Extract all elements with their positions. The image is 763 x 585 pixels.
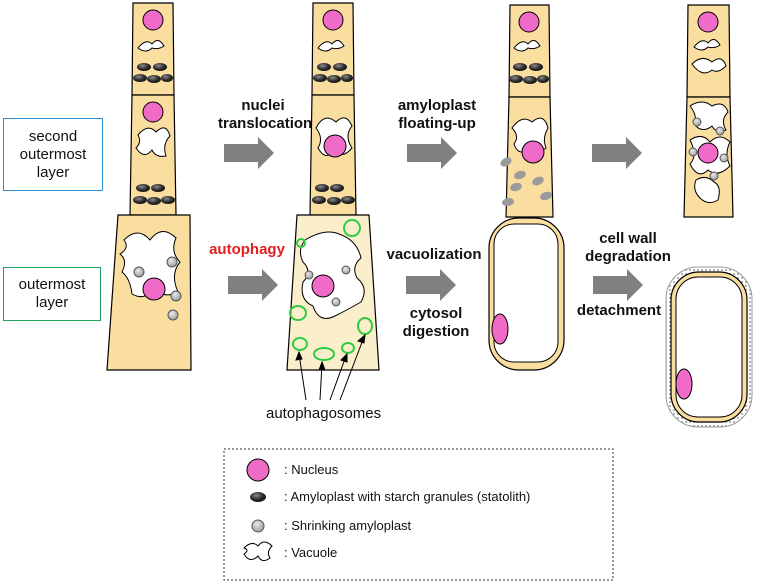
column-3-cells bbox=[488, 4, 565, 371]
second-outermost-layer-box: second outermost layer bbox=[3, 118, 103, 191]
nuclei-translocation-label: nuclei translocation bbox=[218, 97, 313, 132]
nucleus bbox=[142, 101, 164, 123]
starch-row bbox=[133, 184, 175, 205]
outermost-layer-box: outermost layer bbox=[3, 267, 101, 321]
vacuolization-label: vacuolization bbox=[386, 246, 482, 263]
cytosol-digestion-label: cytosol digestion bbox=[402, 305, 470, 340]
amyloplast-icon bbox=[250, 492, 266, 502]
nucleus bbox=[142, 9, 164, 31]
shrinking-amyloplast bbox=[167, 309, 179, 321]
cell-wall-degradation-label: cell wall degradation bbox=[585, 230, 671, 265]
starch-row bbox=[509, 63, 549, 84]
outermost-layer-label: outermost layer bbox=[18, 276, 86, 311]
column-2-cells bbox=[286, 2, 380, 371]
vacuole bbox=[119, 231, 181, 298]
shrinking-amyloplast bbox=[692, 117, 702, 127]
shrinking-amyloplast bbox=[688, 147, 698, 157]
autophagosomes-label: autophagosomes bbox=[266, 405, 382, 422]
second-outermost-layer-label: second outermost layer bbox=[19, 127, 87, 181]
starch-row bbox=[312, 184, 355, 205]
autophagosome bbox=[292, 337, 308, 351]
arrow-icon bbox=[407, 137, 457, 169]
nucleus bbox=[311, 274, 335, 298]
autophagy-label: autophagy bbox=[209, 241, 285, 258]
process-arrows bbox=[224, 137, 643, 301]
nucleus bbox=[518, 11, 540, 33]
shrinking-amyloplast bbox=[709, 171, 719, 181]
autophagosome bbox=[357, 317, 373, 335]
shrinking-amyloplast bbox=[715, 126, 725, 136]
nucleus bbox=[142, 277, 166, 301]
shrinking-amyloplast bbox=[166, 256, 178, 268]
nucleus bbox=[521, 140, 545, 164]
vacuole bbox=[513, 40, 541, 52]
shrinking-amyloplast bbox=[331, 297, 341, 307]
legend-shrinking-text: : Shrinking amyloplast bbox=[284, 518, 412, 533]
vacuole bbox=[137, 40, 165, 52]
arrow-icon bbox=[593, 269, 643, 301]
arrow-icon bbox=[228, 269, 278, 301]
starch-row bbox=[133, 63, 173, 83]
shrinking-amyloplast bbox=[133, 266, 145, 278]
vacuole bbox=[493, 223, 559, 363]
nucleus bbox=[697, 11, 719, 33]
vacuole bbox=[693, 39, 721, 51]
nucleus bbox=[322, 9, 344, 31]
nucleus bbox=[697, 142, 719, 164]
autophagosome bbox=[313, 347, 335, 361]
shrinking-amyloplast bbox=[304, 270, 314, 280]
vacuole bbox=[317, 40, 345, 52]
autophagosome bbox=[341, 342, 355, 354]
arrow-icon bbox=[406, 269, 456, 301]
shrinking-amyloplast bbox=[719, 153, 729, 163]
arrow-icon bbox=[224, 137, 274, 169]
autophagosome bbox=[343, 219, 361, 237]
vacuole bbox=[691, 58, 727, 74]
amyloplast-floating-up-label: amyloplast floating-up bbox=[397, 97, 477, 132]
vacuole bbox=[694, 176, 720, 204]
legend-box bbox=[223, 448, 614, 581]
legend-amyloplast-text: : Amyloplast with starch granules (stato… bbox=[284, 489, 531, 504]
shrinking-amyloplast-icon bbox=[251, 519, 265, 533]
nucleus bbox=[323, 134, 347, 158]
legend-vacuole-text: : Vacuole bbox=[284, 545, 338, 560]
nucleus bbox=[675, 368, 693, 400]
shrinking-amyloplast bbox=[341, 265, 351, 275]
detachment-label: detachment bbox=[576, 302, 662, 319]
arrow-icon bbox=[592, 137, 642, 169]
column-4-cells bbox=[665, 4, 753, 428]
autophagosome bbox=[296, 238, 306, 248]
vacuole bbox=[675, 276, 743, 418]
vacuole bbox=[135, 127, 171, 157]
nucleus bbox=[491, 313, 509, 345]
shrinking-amyloplast bbox=[170, 290, 182, 302]
legend-nucleus-text: : Nucleus bbox=[284, 462, 339, 477]
vacuole-icon bbox=[243, 541, 273, 562]
autophagosome bbox=[289, 305, 307, 321]
starch-row bbox=[313, 63, 353, 83]
column-1-cells bbox=[106, 2, 192, 371]
nucleus-icon bbox=[246, 458, 270, 482]
autophagosome-pointers bbox=[295, 333, 366, 401]
